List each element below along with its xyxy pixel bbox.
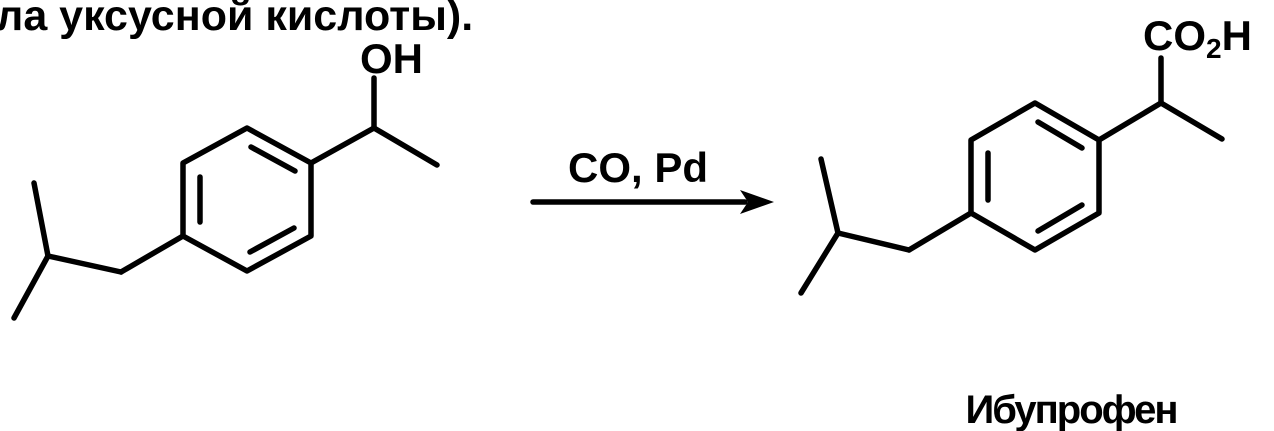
reactant-oh-label: OH: [360, 35, 423, 82]
header-text: ла уксусной кислоты).: [0, 0, 473, 40]
product-bond-ring-ch2: [906, 210, 974, 253]
reactant-bond-ch-ch3-up: [31, 180, 51, 259]
product-double-bond-1: [1035, 119, 1085, 151]
product-name-label: Ибупрофен: [965, 388, 1176, 431]
product-double-bond-2: [1035, 202, 1085, 234]
product-h-text: H: [1222, 12, 1252, 59]
product-bond-ch2-ch: [835, 230, 912, 253]
product-bond-ch-ch3-up: [818, 156, 841, 236]
product-subscript-2: 2: [1206, 33, 1222, 64]
product-molecule: CO2H Ибупрофен: [798, 12, 1252, 431]
reactant-molecule: OH: [11, 35, 440, 321]
product-bond-ch-ch3: [1158, 100, 1225, 142]
arrow-head-icon: [740, 190, 774, 214]
product-co-text: CO: [1143, 12, 1206, 59]
reactant-bond-ch2-ch: [45, 253, 124, 275]
reactant-double-bond-1: [248, 144, 298, 174]
product-bond-ch-ch3-down: [798, 230, 841, 296]
reactant-double-bond-2: [247, 225, 297, 255]
reactant-bond-ring-ch: [308, 125, 377, 166]
reactant-bond-ch-ch3: [371, 125, 440, 168]
reagents-label: CO, Pd: [568, 144, 708, 191]
product-bond-ring-ch: [1096, 100, 1164, 143]
reactant-bond-ring-ch2: [118, 233, 186, 275]
product-co2h-label: CO2H: [1143, 12, 1252, 64]
reactant-bond-ch-ch3-down: [11, 253, 51, 321]
reaction-arrow: CO, Pd: [530, 144, 774, 214]
